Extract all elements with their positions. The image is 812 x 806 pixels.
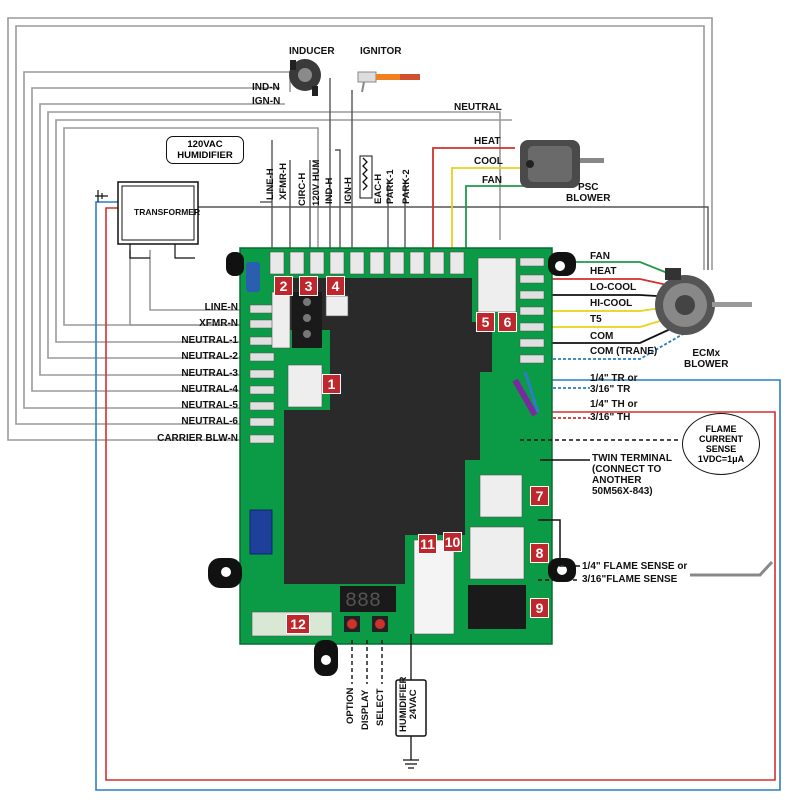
circ-h-label: CIRC-H <box>297 172 308 206</box>
left-terminal-label: NEUTRAL-6 <box>181 416 238 427</box>
left-terminal-label: LINE-N <box>204 302 238 313</box>
ign-h-label: IGN-H <box>343 177 354 204</box>
tr-14-label: 1/4" TR or <box>590 373 638 384</box>
psc-cool-label: COOL <box>474 156 503 167</box>
left-terminal-label: CARRIER BLW-N <box>157 433 238 444</box>
ecm-blower-label: ECMx BLOWER <box>684 348 729 370</box>
psc-fan-label: FAN <box>482 175 502 186</box>
callout-10: 10 <box>443 532 462 552</box>
tr-316-label: 3/16" TR <box>590 384 631 395</box>
callout-5: 5 <box>476 312 495 332</box>
th-316-label: 3/16" TH <box>590 412 631 423</box>
transformer-label: TRANSFORMER <box>134 207 201 217</box>
right-terminal-label: COM (TRANE) <box>590 346 658 357</box>
twin-terminal-label: TWIN TERMINAL (CONNECT TO ANOTHER 50M56X… <box>592 453 672 497</box>
left-terminal-label: NEUTRAL-2 <box>181 351 238 362</box>
psc-blower-label: PSC BLOWER <box>566 182 611 204</box>
callout-2: 2 <box>274 276 293 296</box>
park-2-label: PARK-2 <box>401 169 412 204</box>
right-terminal-label: HEAT <box>590 266 617 277</box>
callout-6: 6 <box>498 312 517 332</box>
inducer-icon <box>289 59 321 96</box>
right-terminal-label: FAN <box>590 251 610 262</box>
hum-120v-label: 120V HUM <box>311 159 322 206</box>
ecm-blower-icon <box>655 268 752 335</box>
psc-heat-label: HEAT <box>474 136 501 147</box>
callout-3: 3 <box>299 276 318 296</box>
right-terminal-label: HI-COOL <box>590 298 633 309</box>
control-board: 888 <box>208 247 576 676</box>
flame-sense-316-label: 3/16"FLAME SENSE <box>582 574 678 585</box>
left-terminal-label: NEUTRAL-1 <box>181 335 238 346</box>
neutral-label: NEUTRAL <box>454 102 502 113</box>
callout-12: 12 <box>286 614 310 634</box>
callout-4: 4 <box>326 276 345 296</box>
ind-h-label: IND-H <box>324 177 335 204</box>
select-label: SELECT <box>375 688 386 726</box>
ign-n-label: IGN-N <box>252 96 281 107</box>
th-14-label: 1/4" TH or <box>590 399 638 410</box>
svg-text:888: 888 <box>345 590 381 613</box>
left-terminal-label: XFMR-N <box>199 318 238 329</box>
left-terminal-label: NEUTRAL-3 <box>181 368 238 379</box>
left-terminal-label: NEUTRAL-5 <box>181 400 238 411</box>
park-1-label: PARK-1 <box>385 169 396 204</box>
ignitor-icon <box>357 71 420 93</box>
right-terminal-label: T5 <box>590 314 602 325</box>
callout-7: 7 <box>530 486 549 506</box>
ind-n-label: IND-N <box>252 82 280 93</box>
callout-1: 1 <box>322 374 341 394</box>
option-label: OPTION <box>345 687 356 724</box>
line-h-label: LINE-H <box>265 168 276 200</box>
xfmr-h-label: XFMR-H <box>278 163 289 200</box>
flame-sense-14-label: 1/4" FLAME SENSE or <box>582 561 688 572</box>
callout-11: 11 <box>418 534 437 554</box>
eac-h-label: EAC-H <box>373 173 384 204</box>
callout-8: 8 <box>530 543 549 563</box>
gray-wires <box>7 17 713 441</box>
display-label: DISPLAY <box>360 689 371 730</box>
right-terminal-label: COM <box>590 331 614 342</box>
inducer-label: INDUCER <box>289 46 335 57</box>
left-terminal-label: NEUTRAL-4 <box>181 384 238 395</box>
resistor-icon <box>362 157 368 191</box>
humidifier-120-label: 120VAC HUMIDIFIER <box>166 136 244 164</box>
ignitor-label: IGNITOR <box>360 46 402 57</box>
transformer <box>95 181 199 259</box>
right-terminal-label: LO-COOL <box>590 282 637 293</box>
humidifier-24-label: HUMIDIFIER 24VAC <box>398 676 419 732</box>
flame-current-sense-label: FLAME CURRENT SENSE 1VDC=1μA <box>682 413 760 475</box>
psc-blower-icon <box>520 140 604 188</box>
callout-9: 9 <box>530 598 549 618</box>
